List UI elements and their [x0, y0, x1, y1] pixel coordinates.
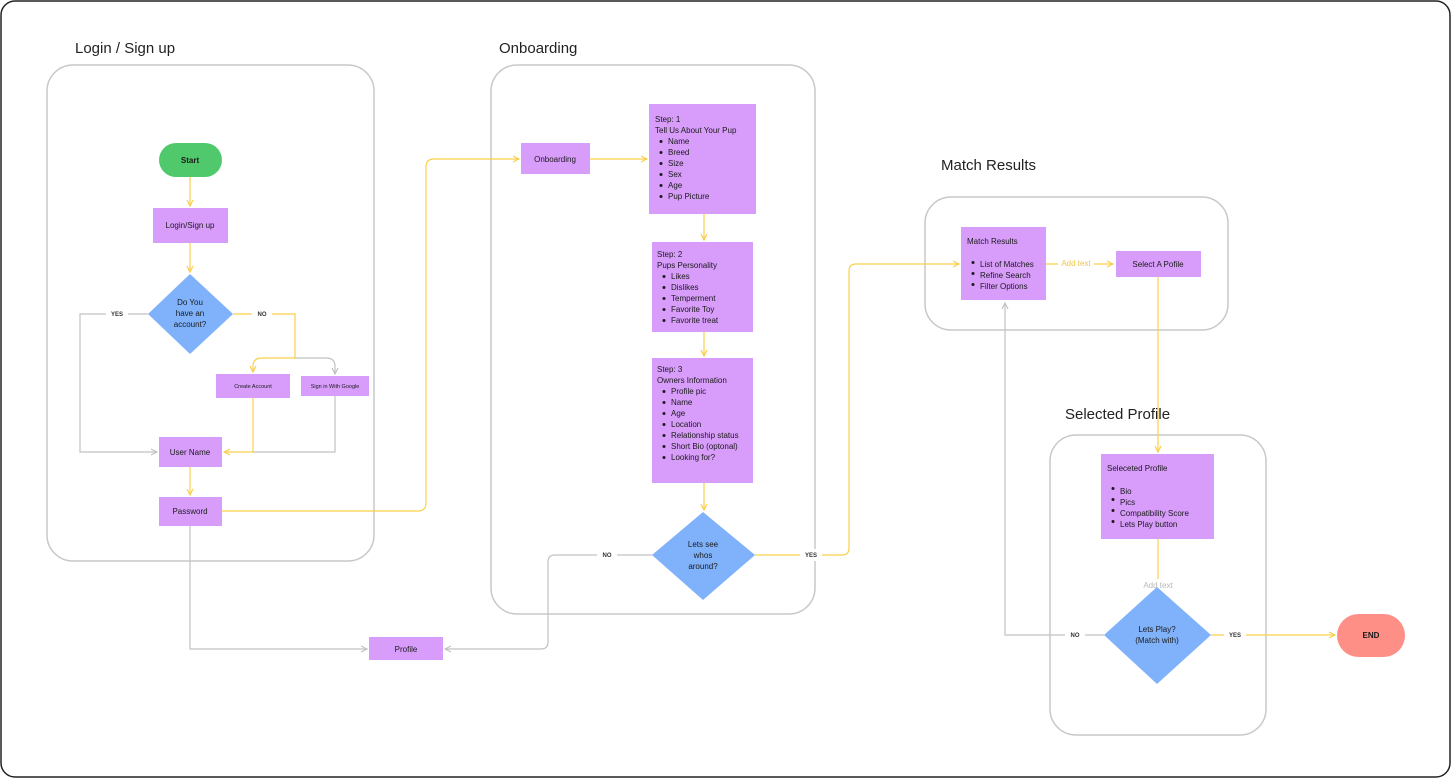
node-match-results-list: List of Matches Refine Search Filter Opt… — [971, 260, 1034, 291]
node-step2-line2: Pups Personality — [657, 261, 717, 270]
list-item: Lets Play button — [1120, 520, 1177, 529]
node-decision-lets-play-line2: (Match with) — [1135, 636, 1179, 645]
list-item: Short Bio (optonal) — [671, 442, 738, 451]
node-end[interactable]: END — [1337, 614, 1405, 657]
node-decision-lets-play-line1: Lets Play? — [1138, 625, 1176, 634]
node-step1[interactable]: Step: 1 Tell Us About Your Pup Name Bree… — [649, 104, 756, 214]
list-item: Bio — [1120, 487, 1132, 496]
list-item: Likes — [671, 272, 690, 281]
node-step3[interactable]: Step: 3 Owners Information Profile pic N… — [652, 358, 753, 483]
node-start-label: Start — [181, 156, 200, 165]
section-title-login: Login / Sign up — [75, 40, 175, 57]
list-item: Pics — [1120, 498, 1135, 507]
section-title-match: Match Results — [941, 157, 1036, 174]
node-user-name-label: User Name — [170, 448, 211, 457]
edge-label-no-account: NO — [258, 312, 267, 318]
connector-no-profile — [445, 554, 652, 649]
node-decision-around-line1: Lets see — [688, 540, 719, 549]
list-item: Dislikes — [671, 283, 699, 292]
edge-label-yes-around: YES — [805, 553, 817, 559]
edge-label-add-text-selected: Add text — [1143, 581, 1173, 590]
section-title-selected: Selected Profile — [1065, 406, 1170, 423]
list-item: Favorite Toy — [671, 305, 714, 314]
node-step1-line2: Tell Us About Your Pup — [655, 126, 737, 135]
list-item: Size — [668, 159, 684, 168]
node-step3-line1: Step: 3 — [657, 365, 683, 374]
node-step3-line2: Owners Information — [657, 376, 727, 385]
node-step3-list: Profile pic Name Age Location Relationsh… — [662, 387, 739, 462]
node-selected-profile-title: Seleceted Profile — [1107, 464, 1168, 473]
node-login-signup-label: Login/Sign up — [166, 221, 215, 230]
node-select-profile[interactable]: Select A Pofile — [1116, 251, 1201, 277]
connector-password-profile — [189, 526, 367, 649]
edge-label-add-text-match: Add text — [1061, 259, 1091, 268]
list-item: Profile pic — [671, 387, 706, 396]
connector-no-google — [295, 357, 335, 374]
list-item: Temperment — [671, 294, 716, 303]
node-decision-account[interactable]: Do You have an account? — [148, 274, 233, 354]
node-selected-profile-list: Bio Pics Compatibility Score Lets Play b… — [1111, 487, 1189, 529]
node-decision-lets-play[interactable]: Lets Play? (Match with) — [1104, 587, 1211, 684]
edge-label-yes-account: YES — [111, 312, 123, 318]
list-item: Breed — [668, 148, 689, 157]
list-item: List of Matches — [980, 260, 1034, 269]
section-login-container — [46, 64, 375, 562]
node-password[interactable]: Password — [159, 497, 222, 526]
list-item: Pup Picture — [668, 192, 710, 201]
edge-labels: YES NO NO YES Add text Add text NO YES — [106, 258, 1246, 641]
node-onboarding[interactable]: Onboarding — [521, 143, 590, 174]
node-selected-profile[interactable]: Seleceted Profile Bio Pics Compatibility… — [1101, 454, 1214, 539]
node-decision-around[interactable]: Lets see whos around? — [652, 512, 755, 600]
list-item: Filter Options — [980, 282, 1028, 291]
edge-label-no-play: NO — [1071, 633, 1080, 639]
connector-google-username — [253, 396, 336, 453]
node-start[interactable]: Start — [159, 143, 222, 177]
list-item: Sex — [668, 170, 682, 179]
node-decision-around-line2: whos — [693, 551, 713, 560]
node-step2[interactable]: Step: 2 Pups Personality Likes Dislikes … — [652, 242, 753, 332]
list-item: Name — [668, 137, 690, 146]
list-item: Name — [671, 398, 693, 407]
list-item: Relationship status — [671, 431, 739, 440]
node-decision-account-line2: have an — [176, 309, 204, 318]
node-user-name[interactable]: User Name — [159, 437, 222, 467]
node-match-results-title: Match Results — [967, 237, 1018, 246]
connectors — [79, 159, 1335, 649]
connector-password-onboarding — [222, 159, 519, 512]
node-step2-list: Likes Dislikes Temperment Favorite Toy F… — [662, 272, 719, 325]
list-item: Looking for? — [671, 453, 716, 462]
section-onboarding-container — [490, 64, 816, 615]
node-select-profile-label: Select A Pofile — [1132, 260, 1184, 269]
list-item: Age — [668, 181, 683, 190]
node-profile[interactable]: Profile — [369, 637, 443, 660]
connector-yes-match — [755, 264, 959, 556]
node-step2-line1: Step: 2 — [657, 250, 683, 259]
section-title-onboarding: Onboarding — [499, 40, 577, 57]
node-sign-in-google-label: Sign in With Google — [311, 384, 360, 390]
edge-label-yes-play: YES — [1229, 633, 1241, 639]
node-create-account[interactable]: Create Account — [216, 374, 290, 398]
node-step1-line1: Step: 1 — [655, 115, 681, 124]
node-decision-account-line3: account? — [174, 320, 207, 329]
node-match-results[interactable]: Match Results List of Matches Refine Sea… — [961, 227, 1046, 300]
connector-no-create — [233, 313, 296, 372]
node-step1-list: Name Breed Size Sex Age Pup Picture — [659, 137, 710, 201]
edge-label-no-around: NO — [603, 553, 612, 559]
node-login-signup[interactable]: Login/Sign up — [153, 208, 228, 243]
list-item: Location — [671, 420, 701, 429]
node-sign-in-google[interactable]: Sign in With Google — [301, 376, 369, 396]
list-item: Favorite treat — [671, 316, 719, 325]
list-item: Refine Search — [980, 271, 1031, 280]
node-decision-around-line3: around? — [688, 562, 718, 571]
node-end-label: END — [1363, 631, 1380, 640]
node-decision-account-line1: Do You — [177, 298, 203, 307]
list-item: Compatibility Score — [1120, 509, 1189, 518]
list-item: Age — [671, 409, 686, 418]
node-profile-label: Profile — [395, 645, 418, 654]
node-create-account-label: Create Account — [234, 384, 272, 390]
node-password-label: Password — [172, 507, 207, 516]
node-onboarding-label: Onboarding — [534, 155, 576, 164]
